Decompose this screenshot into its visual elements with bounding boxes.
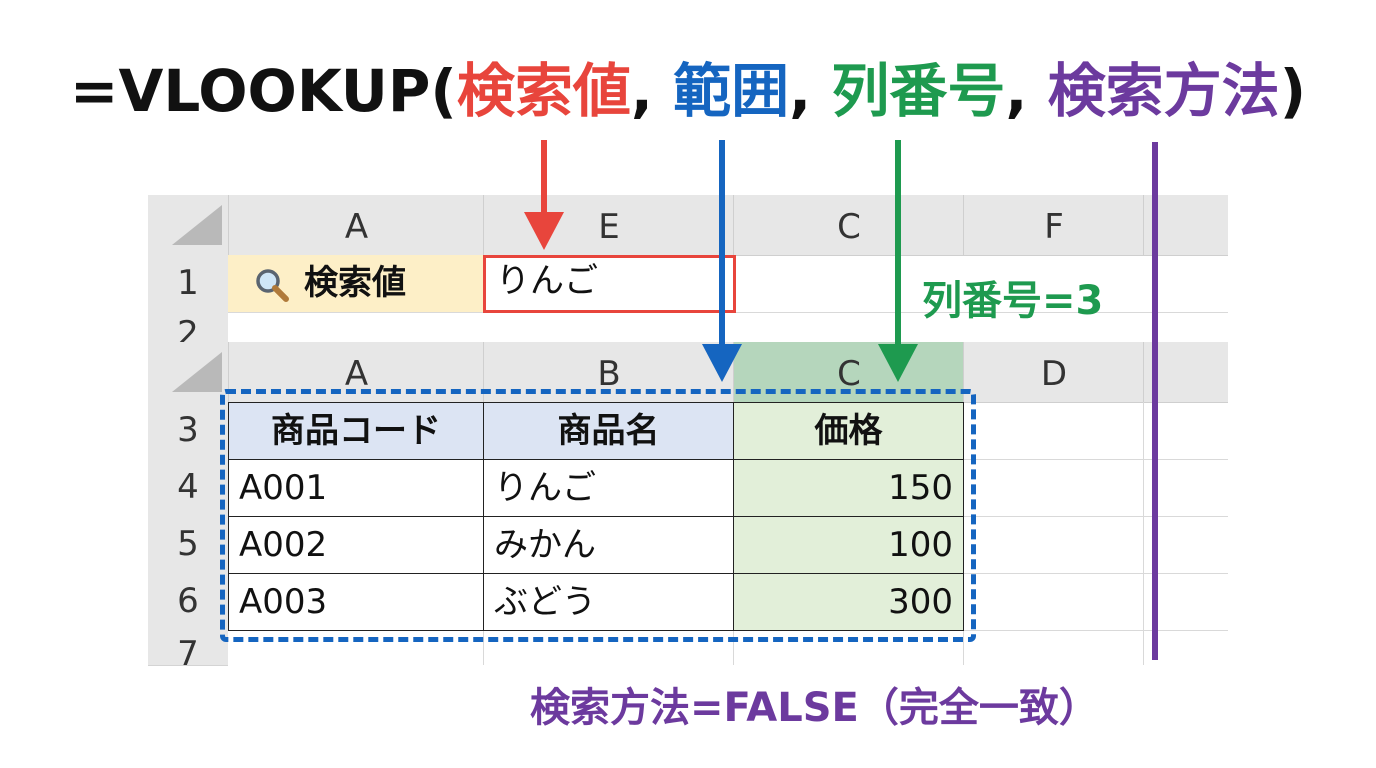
range-selection <box>220 389 976 642</box>
column-header[interactable]: F <box>963 195 1144 255</box>
column-header[interactable]: E <box>483 195 734 255</box>
col-index-annotation: 列番号=3 <box>922 278 1104 324</box>
gridline <box>1143 402 1144 665</box>
lookup-value-cell[interactable]: りんご <box>496 261 598 301</box>
formula-arg-col-index: 列番号 <box>831 57 1006 125</box>
column-header[interactable]: A <box>228 342 484 402</box>
column-header-empty[interactable] <box>1143 342 1229 402</box>
row-header[interactable]: 3 <box>148 402 228 460</box>
table-cell[interactable]: りんご <box>483 459 734 517</box>
formula-separator: , <box>789 57 832 125</box>
row-header[interactable]: 4 <box>148 459 228 517</box>
gridline <box>963 630 964 665</box>
table-header-cell[interactable]: 価格 <box>733 402 964 460</box>
gridline <box>963 459 1228 460</box>
row-header[interactable]: 5 <box>148 516 228 574</box>
table-cell[interactable]: 100 <box>733 516 964 574</box>
table-cell[interactable]: A003 <box>228 573 484 631</box>
main-sheet-grid: A B C D 3 4 5 6 7 商品コード 商品名 価格 A001 りんご … <box>148 342 1229 666</box>
lookup-value-highlight <box>483 255 736 313</box>
gridline <box>963 516 1228 517</box>
row-header[interactable]: 7 <box>148 630 228 666</box>
table-cell[interactable]: A001 <box>228 459 484 517</box>
select-all-corner-icon[interactable] <box>172 205 222 245</box>
gridline <box>733 630 734 665</box>
row-header[interactable]: 6 <box>148 573 228 631</box>
column-header[interactable]: B <box>483 342 734 402</box>
column-header[interactable]: D <box>963 342 1144 402</box>
magnifier-icon <box>254 264 290 302</box>
table-header-cell[interactable]: 商品コード <box>228 402 484 460</box>
vlookup-formula: =VLOOKUP(検索値, 範囲, 列番号, 検索方法) <box>0 62 1376 120</box>
gridline <box>483 630 484 665</box>
table-cell[interactable]: 300 <box>733 573 964 631</box>
column-header[interactable]: A <box>228 195 484 255</box>
formula-arg-lookup-value: 検索値 <box>456 57 631 125</box>
column-header-empty[interactable] <box>1143 195 1229 255</box>
formula-separator: , <box>630 57 674 125</box>
row-header[interactable]: 1 <box>148 255 228 313</box>
formula-arg-lookup-method: 検索方法 <box>1047 57 1280 125</box>
lookup-method-annotation: 検索方法=FALSE（完全一致） <box>530 685 1099 731</box>
row-header[interactable]: 2 <box>148 312 228 343</box>
search-label-cell[interactable]: 検索値 <box>228 255 483 312</box>
column-header[interactable]: C <box>733 195 964 255</box>
select-all-corner-icon[interactable] <box>172 352 222 392</box>
formula-arg-range: 範囲 <box>673 57 790 125</box>
formula-suffix: ) <box>1279 57 1307 125</box>
search-label-text: 検索値 <box>304 263 406 303</box>
formula-prefix: =VLOOKUP( <box>69 57 457 125</box>
formula-separator: , <box>1005 57 1048 125</box>
gridline <box>963 573 1228 574</box>
